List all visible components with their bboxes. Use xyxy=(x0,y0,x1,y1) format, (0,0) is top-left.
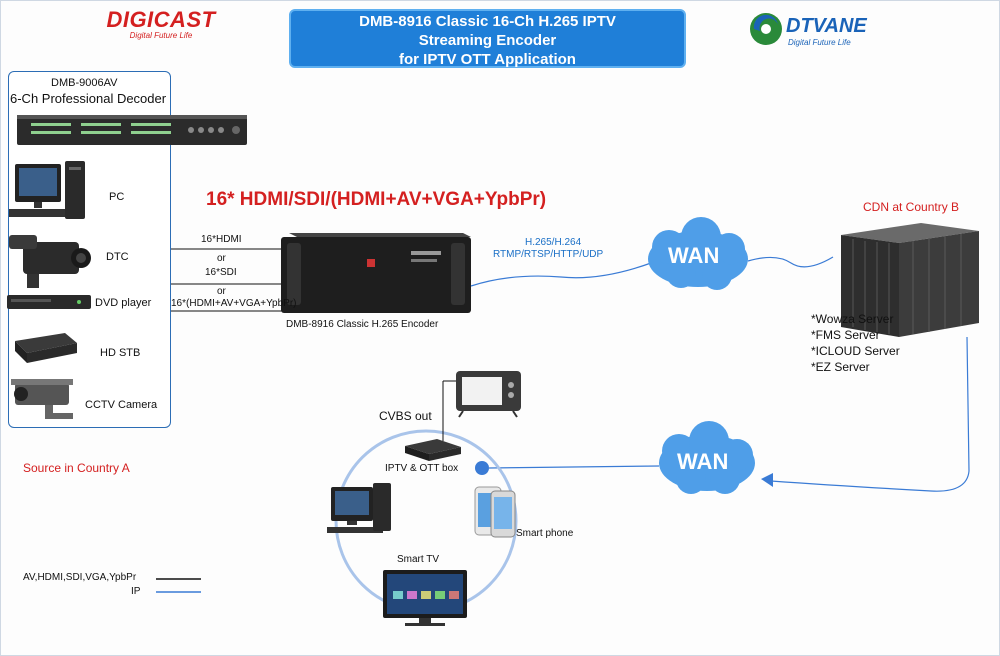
smart-tv-icon xyxy=(383,570,467,626)
wan-cloud-2 xyxy=(659,421,755,494)
legend-label-av: AV,HDMI,SDI,VGA,YpbPr xyxy=(23,572,137,583)
inputs-heading: 16* HDMI/SDI/(HDMI+AV+VGA+YpbPr) xyxy=(206,189,547,210)
dvd-player-icon xyxy=(7,295,91,309)
digicast-logo: DIGICAST Digital Future Life xyxy=(96,7,226,40)
camcorder-icon xyxy=(9,235,91,288)
title-line-1: DMB-8916 Classic 16-Ch H.265 IPTV xyxy=(359,13,616,30)
cdn-server-list: *Wowza Server *FMS Server *ICLOUD Server… xyxy=(811,311,900,375)
input-option-hdmi: 16*HDMI xyxy=(201,234,242,245)
client-desktop-icon xyxy=(327,483,391,533)
dtvane-logo: DTVANE Digital Future Life xyxy=(746,7,906,51)
source-label-cctv: CCTV Camera xyxy=(85,399,158,411)
cdn-server-item: *ICLOUD Server xyxy=(811,344,900,358)
input-option-sdi: 16*SDI xyxy=(205,267,237,278)
cdn-title: CDN at Country B xyxy=(863,200,960,214)
stream-protocol-label: RTMP/RTSP/HTTP/UDP xyxy=(493,249,604,260)
dtvane-swirl-icon xyxy=(750,13,782,45)
smart-tv-label: Smart TV xyxy=(397,554,440,565)
encoder-label: DMB-8916 Classic H.265 Encoder xyxy=(286,319,439,330)
cdn-server-item: *EZ Server xyxy=(811,360,870,374)
input-or-1: or xyxy=(217,253,226,264)
dtvane-brand: DTVANE xyxy=(786,15,867,37)
cdn-server-item: *FMS Server xyxy=(811,328,880,342)
source-label-dtc: DTC xyxy=(106,251,129,263)
smartphone-icon xyxy=(474,486,516,538)
wan-cloud-1 xyxy=(648,217,748,290)
decoder-model: DMB-9006AV xyxy=(51,77,118,89)
source-region-label: Source in Country A xyxy=(23,461,130,475)
legend-label-ip: IP xyxy=(131,586,141,597)
input-option-combo: 16*(HDMI+AV+VGA+YpbPr) xyxy=(171,298,297,309)
dtvane-tagline: Digital Future Life xyxy=(788,38,851,47)
network-node xyxy=(475,461,489,475)
set-top-box-icon xyxy=(15,333,77,363)
wan-label-1: WAN xyxy=(668,243,720,268)
ott-box-icon xyxy=(405,439,461,461)
crt-tv-icon xyxy=(456,371,521,418)
source-label-dvd: DVD player xyxy=(95,297,152,309)
title-line-2: Streaming Encoder xyxy=(418,32,557,49)
cvbs-out-label: CVBS out xyxy=(379,409,432,423)
encoder-device-icon xyxy=(281,233,471,313)
source-label-pc: PC xyxy=(109,191,125,203)
smartphone-label: Smart phone xyxy=(516,528,574,539)
stream-codec-label: H.265/H.264 xyxy=(525,237,582,248)
diagram-title: DMB-8916 Classic 16-Ch H.265 IPTV Stream… xyxy=(289,9,686,68)
cctv-camera-icon xyxy=(11,379,73,419)
cdn-server-item: *Wowza Server xyxy=(811,312,894,326)
source-label-stb: HD STB xyxy=(100,347,141,359)
decoder-name: 6-Ch Professional Decoder xyxy=(10,91,167,106)
title-line-3: for IPTV OTT Application xyxy=(399,51,576,68)
digicast-brand: DIGICAST xyxy=(106,7,216,32)
cdn-server-rack-icon xyxy=(841,223,979,337)
desktop-pc-icon xyxy=(9,161,85,219)
ott-box-label: IPTV & OTT box xyxy=(385,463,459,474)
input-or-2: or xyxy=(217,286,226,297)
wan-label-2: WAN xyxy=(677,449,729,474)
digicast-tagline: Digital Future Life xyxy=(129,31,193,40)
decoder-device-icon xyxy=(17,115,247,145)
